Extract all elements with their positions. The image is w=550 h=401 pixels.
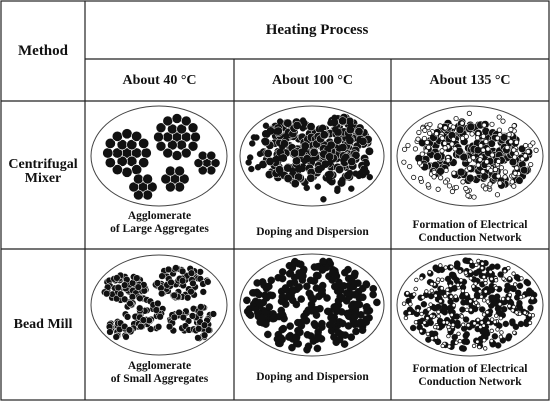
method-header: Method [18, 43, 68, 59]
method-label-centrifugal-text: Centrifugal Mixer [8, 157, 78, 186]
caption-cm-135-line2: Conduction Network [418, 232, 522, 244]
bm-135-illustration [396, 253, 544, 357]
caption-cm-100-line1: Doping and Dispersion [256, 226, 369, 238]
caption-bm-135: Formation of Electrical Conduction Netwo… [391, 363, 549, 389]
caption-bm-135-line2: Conduction Network [418, 376, 522, 388]
temp-135-header: About 135 °C [429, 73, 511, 88]
heating-process-header: Heating Process [265, 22, 369, 38]
temp-100-header: About 100 °C [271, 73, 354, 88]
method-label-bead-mill: Bead Mill [13, 317, 73, 332]
cm-100-illustration [239, 105, 385, 207]
caption-cm-135: Formation of Electrical Conduction Netwo… [391, 219, 549, 245]
caption-bm-40-line1: Agglomerate [127, 360, 192, 372]
caption-bm-135-line1: Formation of Electrical [412, 363, 528, 375]
caption-cm-135-line1: Formation of Electrical [412, 219, 528, 231]
bm-100-illustration [239, 253, 385, 357]
temp-40-header: About 40 °C [122, 73, 197, 88]
cm-135-illustration [396, 105, 544, 207]
cm-40-illustration [90, 105, 228, 207]
method-label-centrifugal: Centrifugal Mixer [1, 158, 85, 186]
caption-cm-40-line2: of Large Aggregates [110, 223, 209, 235]
bm-40-illustration [90, 254, 228, 356]
caption-bm-40: Agglomerate of Small Aggregates [85, 360, 234, 386]
caption-cm-100: Doping and Dispersion [234, 226, 391, 239]
caption-bm-100-line1: Doping and Dispersion [256, 371, 369, 383]
caption-cm-40-line1: Agglomerate [127, 210, 192, 222]
caption-bm-100: Doping and Dispersion [234, 371, 391, 384]
caption-bm-40-line2: of Small Aggregates [110, 373, 209, 385]
caption-cm-40: Agglomerate of Large Aggregates [85, 210, 234, 236]
